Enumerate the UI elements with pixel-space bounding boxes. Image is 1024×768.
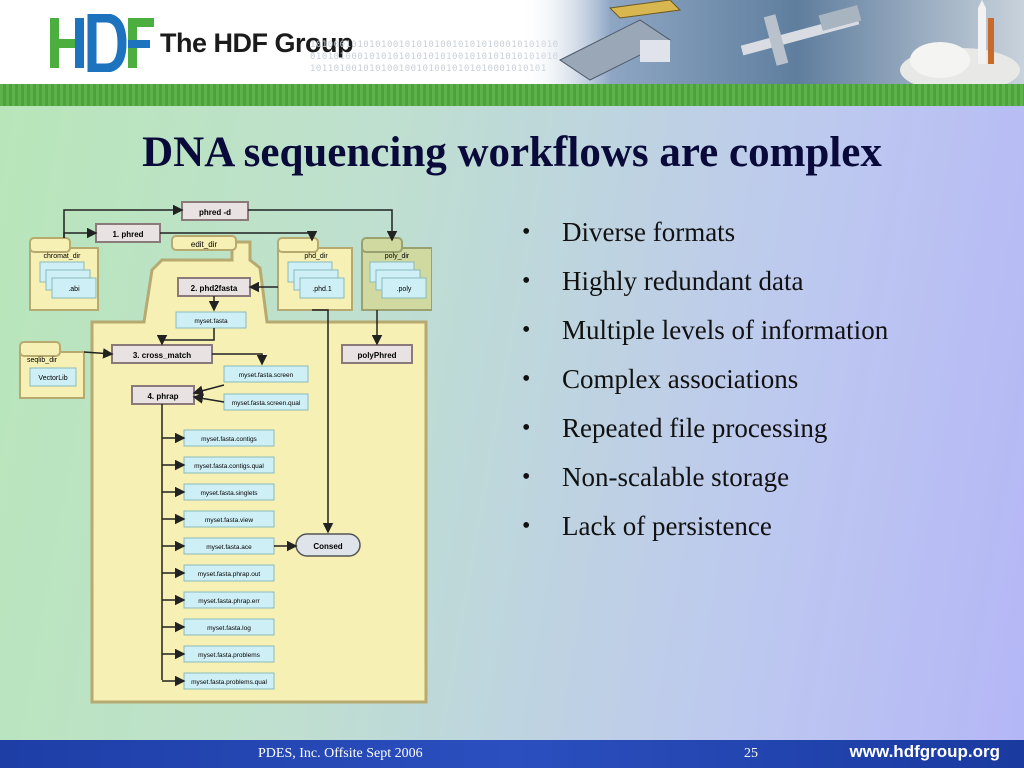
logo-text: The HDF Group bbox=[160, 28, 353, 58]
svg-text:myset.fasta.screen.qual: myset.fasta.screen.qual bbox=[232, 400, 301, 407]
bullet-item: Highly redundant data bbox=[522, 261, 888, 310]
binary-decoration: 1010001010101001010101001010101000101010… bbox=[310, 40, 559, 50]
output-file-box: myset.fasta.problems.qual bbox=[183, 672, 275, 690]
folder-seqlib-dir: seqlib_dir VectorLib bbox=[19, 341, 85, 399]
space-station-icon bbox=[740, 5, 862, 66]
svg-text:2. phd2fasta: 2. phd2fasta bbox=[191, 284, 238, 293]
hdf-logo bbox=[50, 14, 154, 72]
output-file-box: myset.fasta.view bbox=[183, 510, 275, 528]
svg-text:myset.fasta.phrap.out: myset.fasta.phrap.out bbox=[198, 571, 261, 578]
output-file-box: myset.fasta.log bbox=[183, 618, 275, 636]
folder-chromat-dir: chromat_dir .abi bbox=[29, 237, 99, 311]
footer-url: www.hdfgroup.org bbox=[849, 742, 1000, 761]
satellite-icon bbox=[559, 0, 682, 81]
svg-text:Consed: Consed bbox=[313, 542, 342, 551]
svg-text:myset.fasta.problems.qual: myset.fasta.problems.qual bbox=[191, 679, 267, 686]
file-myset-fasta: myset.fasta bbox=[175, 311, 247, 329]
folder-poly-dir: poly_dir .poly bbox=[361, 237, 432, 311]
process-polyphred: polyPhred bbox=[341, 344, 413, 364]
slide-title: DNA sequencing workflows are complex bbox=[142, 129, 882, 176]
space-imagery bbox=[520, 0, 1024, 84]
bullet-item: Multiple levels of information bbox=[522, 310, 888, 359]
footer-page-number: 25 bbox=[744, 746, 758, 761]
process-phd2fasta: 2. phd2fasta bbox=[177, 277, 251, 297]
process-cross-match: 3. cross_match bbox=[111, 344, 213, 364]
svg-text:1. phred: 1. phred bbox=[112, 230, 143, 239]
output-files: myset.fasta.contigs myset.fasta.contigs.q… bbox=[183, 429, 275, 690]
svg-text:myset.fasta.contigs.qual: myset.fasta.contigs.qual bbox=[194, 463, 264, 470]
svg-text:myset.fasta.phrap.err: myset.fasta.phrap.err bbox=[198, 598, 260, 605]
process-phred: 1. phred bbox=[95, 223, 161, 243]
process-consed: Consed bbox=[295, 533, 361, 557]
svg-text:myset.fasta: myset.fasta bbox=[194, 318, 228, 325]
bullet-item: Non-scalable storage bbox=[522, 457, 888, 506]
folder-label: seqlib_dir bbox=[27, 357, 58, 364]
workflow-diagram: edit_dir chromat_dir .abi phd_dir .phd.1… bbox=[19, 201, 432, 704]
file-label: .poly bbox=[397, 286, 412, 293]
rocket-launch-icon bbox=[900, 0, 1020, 84]
footer-event: PDES, Inc. Offsite Sept 2006 bbox=[258, 746, 423, 761]
output-file-box: myset.fasta.phrap.err bbox=[183, 591, 275, 609]
header: The HDF Group 10100010101010010101010010… bbox=[0, 0, 1024, 84]
file-screen-qual: myset.fasta.screen.qual bbox=[223, 393, 309, 411]
svg-text:myset.fasta.ace: myset.fasta.ace bbox=[206, 544, 252, 551]
binary-decoration: 0101010001010101010101010010101010101010… bbox=[310, 52, 559, 62]
binary-decoration: 1011010010101001001010010101010001010101 bbox=[310, 64, 547, 74]
folder-label-edit-dir: edit_dir bbox=[191, 240, 218, 249]
folder-label: poly_dir bbox=[385, 253, 410, 260]
bullet-item: Repeated file processing bbox=[522, 408, 888, 457]
output-file-box: myset.fasta.problems bbox=[183, 645, 275, 663]
svg-text:3. cross_match: 3. cross_match bbox=[133, 351, 191, 360]
file-label: .abi bbox=[68, 286, 80, 293]
svg-text:myset.fasta.problems: myset.fasta.problems bbox=[198, 652, 261, 659]
file-screen: myset.fasta.screen bbox=[223, 365, 309, 383]
svg-text:myset.fasta.contigs: myset.fasta.contigs bbox=[201, 436, 257, 443]
output-file-box: myset.fasta.phrap.out bbox=[183, 564, 275, 582]
svg-text:4. phrap: 4. phrap bbox=[147, 392, 178, 401]
bullet-item: Lack of persistence bbox=[522, 506, 888, 555]
process-phrap: 4. phrap bbox=[131, 385, 195, 405]
file-label: .phd.1 bbox=[312, 286, 332, 293]
file-label: VectorLib bbox=[38, 375, 67, 382]
output-file-box: myset.fasta.ace bbox=[183, 537, 275, 555]
output-file-box: myset.fasta.singlets bbox=[183, 483, 275, 501]
svg-text:myset.fasta.singlets: myset.fasta.singlets bbox=[200, 490, 258, 497]
svg-text:phred -d: phred -d bbox=[199, 208, 231, 217]
folder-label: chromat_dir bbox=[44, 253, 82, 260]
folder-phd-dir: phd_dir .phd.1 bbox=[277, 237, 353, 311]
bullet-item: Diverse formats bbox=[522, 212, 888, 261]
process-phred-d: phred -d bbox=[181, 201, 249, 221]
header-divider-band bbox=[0, 84, 1024, 106]
footer: PDES, Inc. Offsite Sept 2006 25 www.hdfg… bbox=[0, 740, 1024, 768]
svg-text:polyPhred: polyPhred bbox=[357, 351, 396, 360]
output-file-box: myset.fasta.contigs bbox=[183, 429, 275, 447]
svg-text:myset.fasta.view: myset.fasta.view bbox=[205, 517, 253, 524]
output-file-box: myset.fasta.contigs.qual bbox=[183, 456, 275, 474]
svg-text:myset.fasta.screen: myset.fasta.screen bbox=[239, 372, 294, 379]
bullet-list: Diverse formats Highly redundant data Mu… bbox=[522, 212, 888, 555]
bullet-item: Complex associations bbox=[522, 359, 888, 408]
svg-text:myset.fasta.log: myset.fasta.log bbox=[207, 625, 251, 632]
folder-label: phd_dir bbox=[304, 253, 328, 260]
